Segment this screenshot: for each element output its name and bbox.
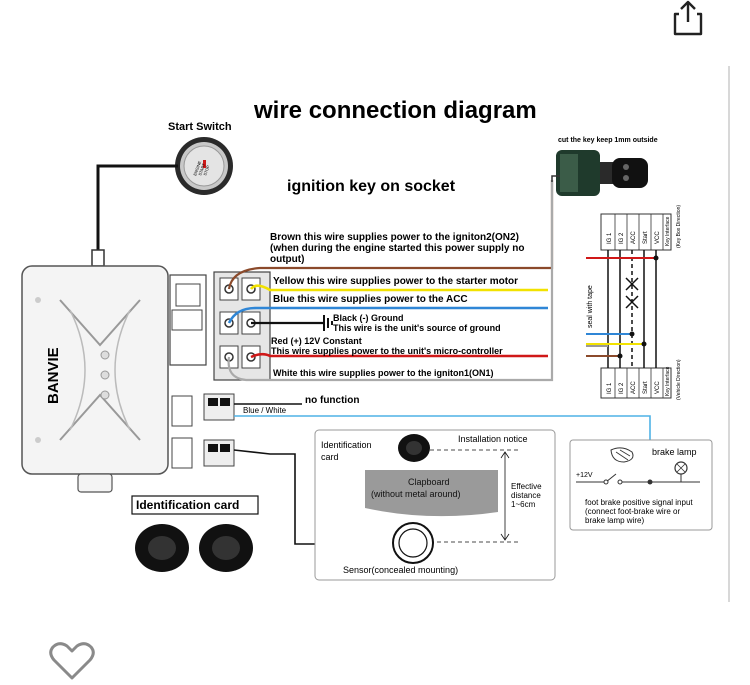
red-wire bbox=[250, 352, 548, 359]
aux-connectors bbox=[171, 393, 235, 469]
pin-label-ig2-bottom: IG 2 bbox=[619, 382, 625, 394]
key-interface-label-bottom: Key Interface bbox=[665, 366, 671, 396]
brake-lamp-label: brake lamp bbox=[652, 447, 697, 457]
id-card-label: Identification card bbox=[136, 498, 239, 512]
favorite-button[interactable] bbox=[46, 640, 98, 680]
brake-desc-1: foot brake positive signal input bbox=[585, 498, 693, 507]
white-wire bbox=[227, 180, 554, 382]
brown-wire-label-1: Brown this wire supplies power to the ig… bbox=[270, 232, 519, 243]
install-card-icon bbox=[398, 434, 430, 462]
button-text-engine: ENGINE bbox=[192, 160, 202, 176]
start-switch-label: Start Switch bbox=[168, 121, 232, 133]
distance-label-3: 1~6cm bbox=[511, 500, 536, 509]
ignition-label: ignition key on socket bbox=[287, 178, 456, 195]
blue-wire bbox=[227, 306, 548, 324]
brake-lamp-icon bbox=[674, 461, 688, 482]
yellow-wire bbox=[249, 284, 548, 292]
seal-with-tape-label: seal with tape bbox=[587, 285, 594, 328]
clapboard-label-1: Clapboard bbox=[408, 477, 450, 487]
red-wire-label-2: This wire supplies power to the unit's m… bbox=[271, 346, 503, 356]
brand-label: BANVIE bbox=[45, 347, 62, 404]
switch-plug bbox=[91, 249, 105, 267]
pin-label-start-top: Start bbox=[643, 231, 649, 244]
distance-label-1: Effective bbox=[511, 482, 542, 491]
sensor-ring-icon bbox=[392, 522, 434, 564]
brake-desc-2: (connect foot-brake wire or bbox=[585, 507, 680, 516]
pin-label-ig1-bottom: IG 1 bbox=[607, 382, 613, 394]
install-id-card-label-1: Identification bbox=[321, 440, 372, 450]
clapboard-shape bbox=[365, 470, 498, 517]
distance-label-2: distance bbox=[511, 491, 541, 500]
ignition-key-icon bbox=[551, 150, 648, 196]
clapboard-label-2: (without metal around) bbox=[371, 489, 461, 499]
heart-outline-icon bbox=[49, 642, 95, 680]
install-id-card-label-2: card bbox=[321, 452, 339, 462]
no-function-label: no function bbox=[305, 395, 359, 406]
pin-label-acc-top: ACC bbox=[631, 231, 637, 244]
share-button[interactable] bbox=[668, 0, 708, 40]
share-icon bbox=[673, 0, 703, 36]
red-wire-label-1: Red (+) 12V Constant bbox=[271, 336, 362, 346]
brown-wire-label-3: output) bbox=[270, 254, 304, 265]
key-box-direction-label: (Key Box Direction) bbox=[676, 205, 682, 248]
sensor-label: Sensor(concealed mounting) bbox=[343, 565, 458, 575]
black-wire-label-1: Black (-) Ground bbox=[333, 313, 404, 323]
key-note: cut the key keep 1mm outside bbox=[558, 137, 658, 144]
black-wire-label-2: This wire is the unit's source of ground bbox=[333, 323, 501, 333]
brake-pedal-icon bbox=[610, 447, 634, 463]
brake-desc-3: brake lamp wire) bbox=[585, 516, 644, 525]
blue-white-label: Blue / White bbox=[243, 406, 287, 415]
key-interface-label-top: Key Interface bbox=[665, 216, 671, 246]
blue-wire-label: Blue this wire supplies power to the ACC bbox=[273, 294, 468, 305]
pin-label-ig1-top: IG 1 bbox=[607, 232, 613, 244]
yellow-wire-label: Yellow this wire supplies power to the s… bbox=[273, 276, 518, 287]
button-text-start: START bbox=[197, 162, 206, 176]
pin-label-start-bottom: Start bbox=[643, 381, 649, 394]
vehicle-direction-label: (Vehicle Direction) bbox=[676, 359, 682, 400]
control-unit: BANVIE bbox=[21, 265, 169, 493]
id-card-label-box bbox=[131, 495, 259, 515]
connector-detail bbox=[586, 213, 672, 399]
pin-label-vcc-top: VCC bbox=[655, 231, 661, 244]
brake-box bbox=[569, 439, 713, 531]
switch-cable bbox=[96, 164, 178, 262]
main-connector bbox=[169, 271, 271, 381]
pin-label-acc-bottom: ACC bbox=[631, 381, 637, 394]
button-text-stop: STOP bbox=[202, 164, 211, 176]
installation-notice-label: Installation notice bbox=[458, 434, 528, 444]
panel-divider bbox=[728, 66, 730, 602]
white-wire-label: White this wire supplies power to the ig… bbox=[273, 368, 494, 378]
start-switch-button-icon: ENGINE START STOP bbox=[175, 137, 233, 195]
pin-label-vcc-bottom: VCC bbox=[655, 381, 661, 394]
diagram-title: wire connection diagram bbox=[253, 97, 537, 124]
brown-wire-label-2: (when during the engine started this pow… bbox=[270, 243, 524, 254]
ground-symbol-icon bbox=[323, 315, 333, 331]
pin-label-ig2-top: IG 2 bbox=[619, 232, 625, 244]
voltage-label: +12V bbox=[576, 472, 593, 479]
brown-wire bbox=[227, 180, 554, 290]
id-card-fob-icon bbox=[135, 524, 253, 572]
